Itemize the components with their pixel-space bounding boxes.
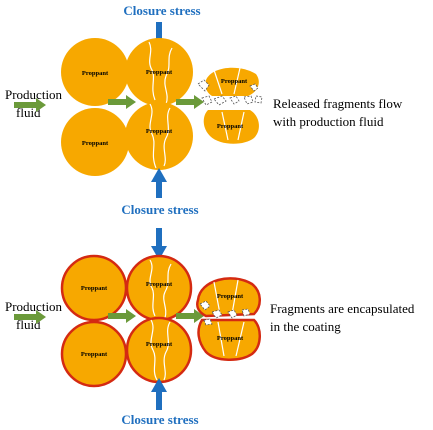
proppant-label: Proppant (217, 293, 244, 300)
proppant-particle (61, 38, 129, 106)
cracked-coated-proppant-upper (125, 254, 193, 322)
cracked-proppant-upper (125, 38, 193, 106)
bottom-panel: Proppant Proppant Production fluid Propp… (5, 228, 415, 427)
description-line2: in the coating (270, 319, 341, 334)
closure-stress-top-label: Closure stress (123, 3, 200, 18)
proppant-label: Proppant (81, 285, 108, 292)
proppant-label: Proppant (82, 70, 109, 77)
flow-arrow-left (14, 310, 46, 324)
cracked-proppant-lower (125, 102, 193, 170)
proppant-label: Proppant (81, 351, 108, 358)
trapped-fragments (199, 300, 251, 326)
flow-arrow-middle (108, 309, 136, 323)
description-line1: Fragments are encapsulated (270, 301, 415, 316)
description-line2: with production fluid (273, 114, 384, 129)
released-fragments (197, 79, 263, 106)
proppant-particle (61, 108, 129, 176)
flow-arrow-middle (108, 95, 136, 109)
flow-arrow-left (14, 98, 46, 112)
stress-arrow-top (151, 228, 167, 260)
fragmented-proppant-upper (205, 67, 259, 96)
fluid-label: fluid (16, 317, 41, 332)
production-label: Production (5, 299, 63, 314)
proppant-label: Proppant (146, 281, 173, 288)
flow-arrow-right (176, 309, 204, 323)
proppant-label: Proppant (217, 123, 244, 130)
encapsulated-proppant-lower (197, 318, 261, 361)
stress-arrow-bottom (151, 378, 167, 410)
closure-stress-bottom-label: Closure stress (121, 412, 198, 427)
production-label: Production (5, 87, 63, 102)
proppant-label: Proppant (146, 69, 173, 76)
flow-arrow-right (176, 95, 204, 109)
proppant-label: Proppant (146, 128, 173, 135)
stress-arrow-bottom (151, 168, 167, 198)
top-panel: Closure stress Proppant Proppant Product… (5, 3, 403, 217)
description-line1: Released fragments flow (273, 96, 403, 111)
proppant-label: Proppant (217, 335, 244, 342)
fluid-label: fluid (16, 105, 41, 120)
encapsulated-proppant-upper (196, 277, 261, 318)
proppant-label: Proppant (146, 341, 173, 348)
proppant-label: Proppant (221, 78, 248, 85)
fragmented-proppant-lower (203, 110, 259, 144)
proppant-label: Proppant (82, 140, 109, 147)
closure-stress-bottom-label: Closure stress (121, 202, 198, 217)
cracked-coated-proppant-lower (125, 316, 193, 384)
